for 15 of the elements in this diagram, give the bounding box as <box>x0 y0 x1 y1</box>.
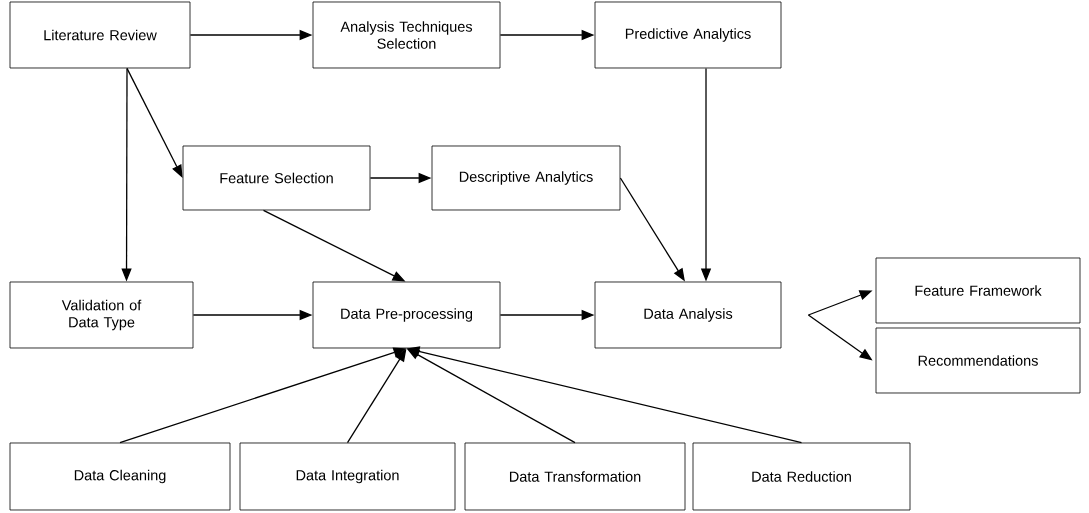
process-box: Data Pre-processing <box>312 281 501 349</box>
process-box: Descriptive Analytics <box>431 145 621 211</box>
process-box: Analysis Techniques Selection <box>312 1 501 69</box>
process-box: Data Reduction <box>692 442 911 511</box>
arrow <box>126 67 183 178</box>
process-box: Data Transformation <box>464 442 686 511</box>
process-box: Data Analysis <box>594 281 782 349</box>
process-box: Feature Framework <box>875 257 1081 324</box>
process-box: Predictive Analytics <box>594 1 782 69</box>
process-box: Data Integration <box>239 442 456 511</box>
process-box: Validation of Data Type <box>9 281 194 349</box>
process-box: Data Cleaning <box>9 442 231 511</box>
process-box: Feature Selection <box>182 145 371 211</box>
process-box: Recommendations <box>875 327 1081 394</box>
process-box: Literature Review <box>9 1 191 69</box>
